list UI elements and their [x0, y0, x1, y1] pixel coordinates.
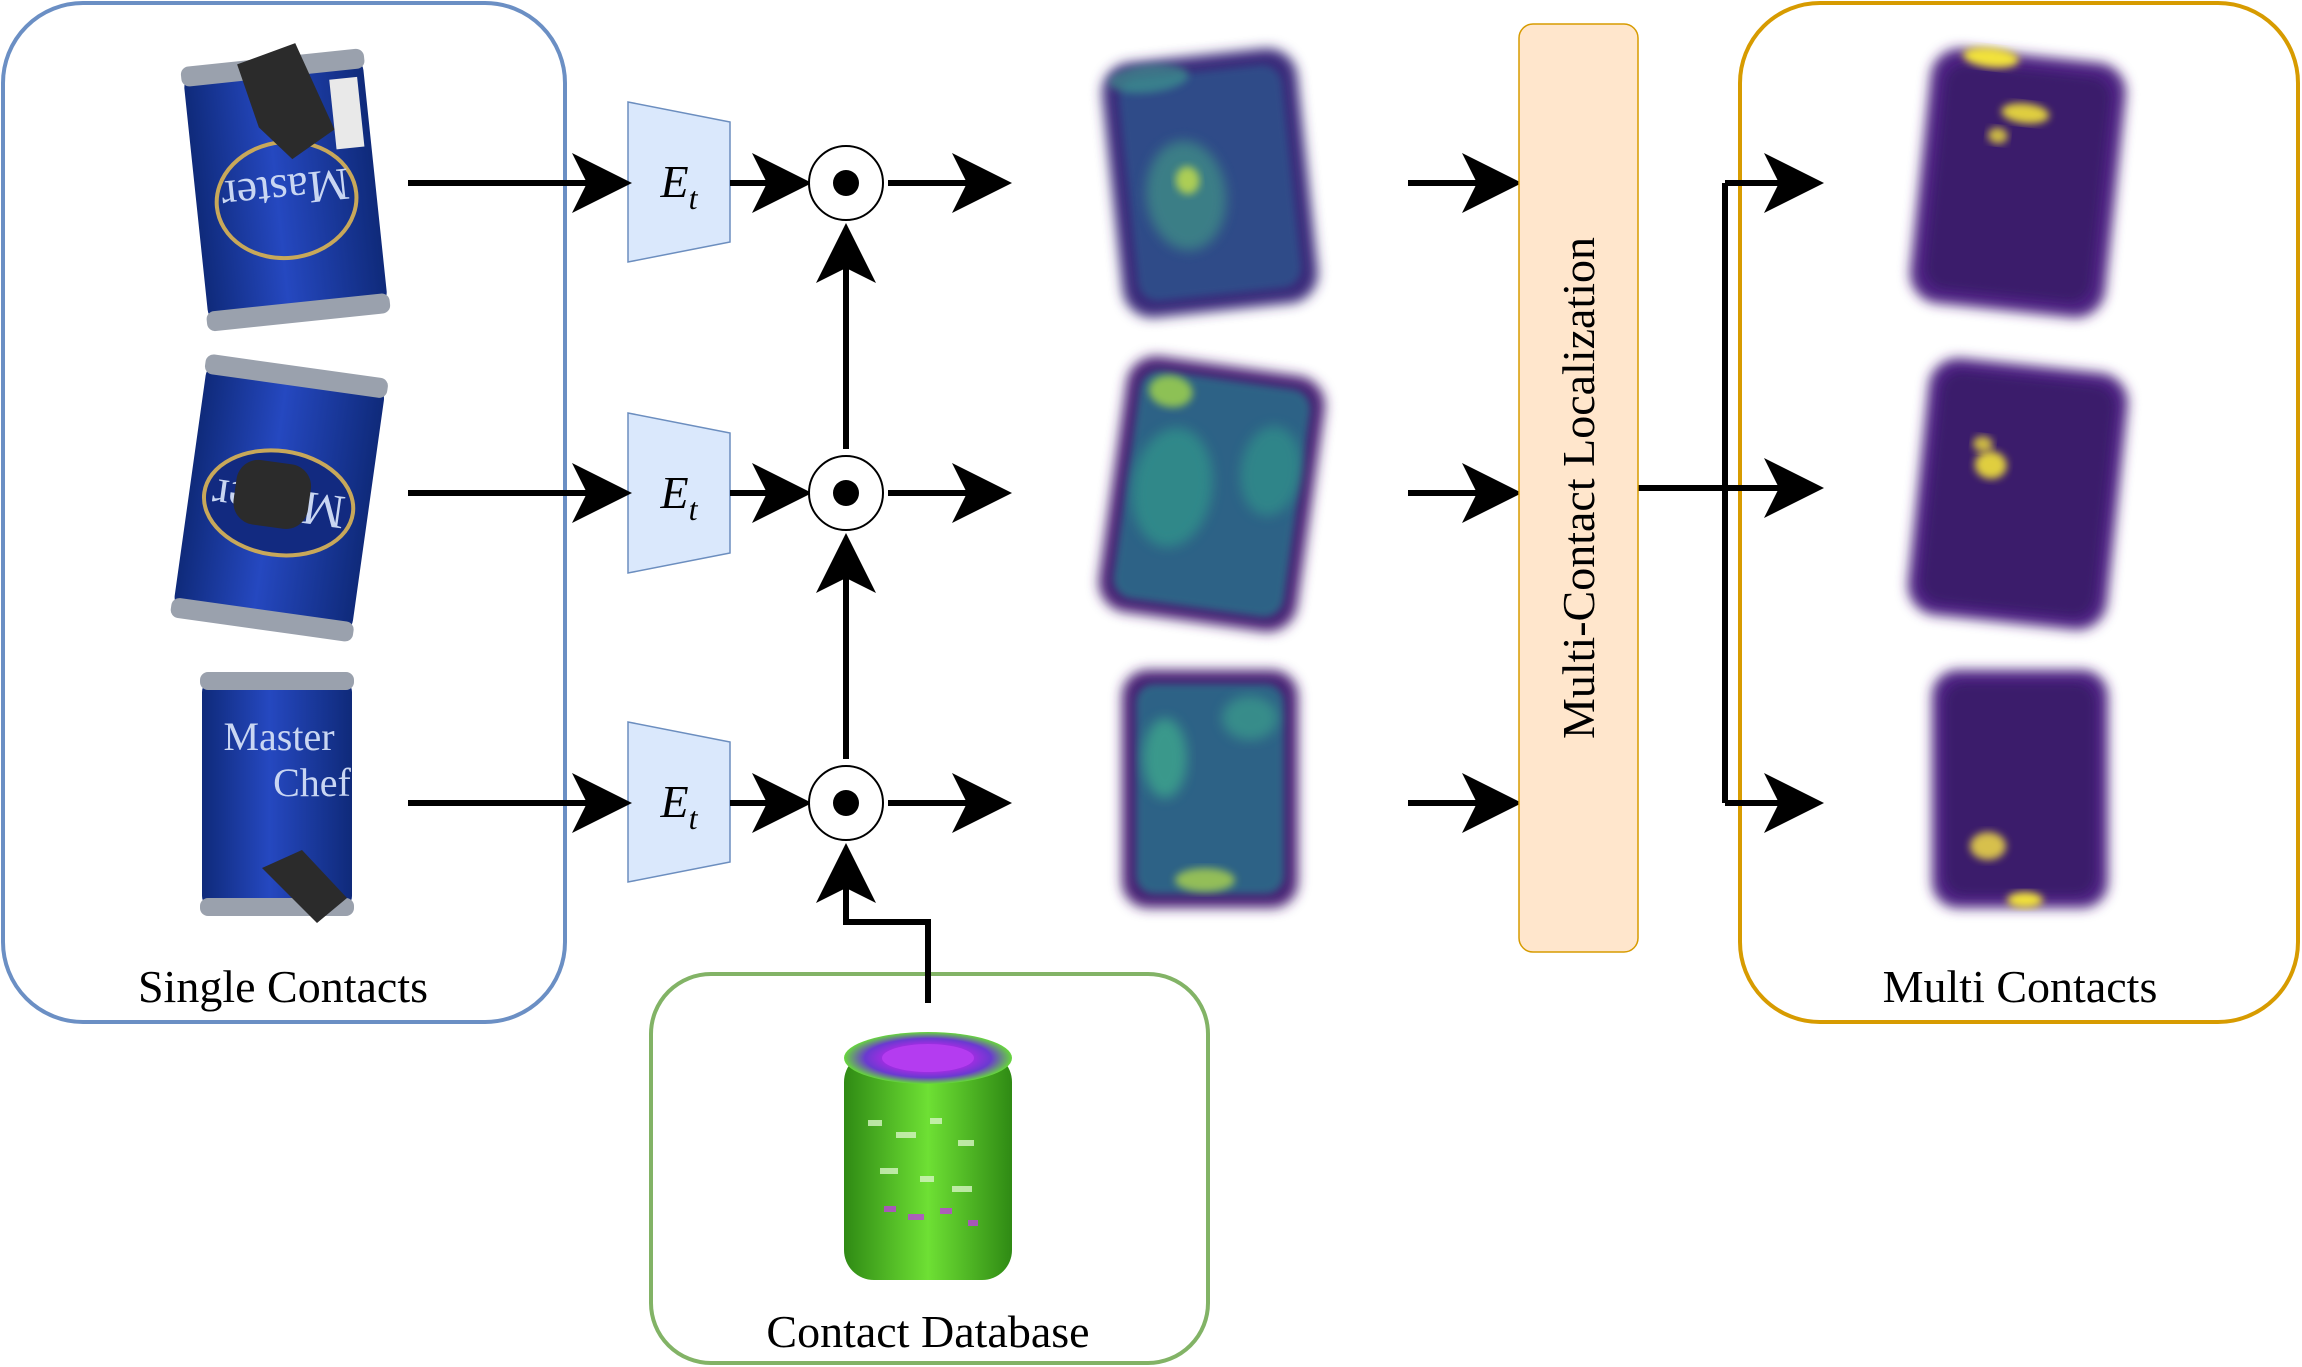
encoder-subscript: t — [689, 800, 699, 836]
single-heatmap-1 — [1102, 48, 1318, 318]
svg-text:Et: Et — [660, 776, 699, 836]
contact-database-voxel-can — [844, 1032, 1012, 1280]
multi-contacts-group — [1738, 1, 2300, 1024]
product-operator-icon — [808, 145, 884, 221]
encoder-subscript: t — [689, 180, 699, 216]
multi-heatmap-1 — [1910, 47, 2126, 318]
can-brand-text: Master — [223, 714, 334, 759]
multi-contact-localization-label: Multi-Contact Localization — [1553, 237, 1604, 739]
product-operator-icon — [808, 455, 884, 531]
single-heatmap-2 — [1098, 356, 1325, 632]
multi-contact-localization-block — [1518, 23, 1639, 953]
multi-heatmap-3 — [1932, 670, 2108, 908]
svg-text:Et: Et — [660, 467, 699, 527]
encoder-subscript: t — [689, 491, 699, 527]
contact-database-label: Contact Database — [766, 1306, 1089, 1357]
single-contact-can-3: Master Chef — [200, 672, 354, 923]
encoder-block-2: Et — [627, 412, 731, 574]
svg-text:Et: Et — [660, 156, 699, 216]
single-contact-can-1: Master — [180, 43, 391, 332]
single-contact-can-2: Master — [170, 354, 388, 642]
single-heatmap-3 — [1122, 670, 1298, 908]
encoder-block-3: Et — [627, 721, 731, 883]
single-contacts-group — [1, 1, 567, 1024]
encoder-block-1: Et — [627, 101, 731, 263]
encoder-symbol: E — [660, 156, 689, 207]
database-feed-line — [816, 843, 931, 1003]
multi-heatmap-2 — [1907, 358, 2128, 630]
encoder-symbol: E — [660, 776, 689, 827]
can-brand-text-2: Chef — [273, 760, 351, 805]
multi-contacts-label: Multi Contacts — [1883, 961, 2158, 1012]
flow-arrows — [408, 153, 1824, 1003]
product-operator-icon — [808, 765, 884, 841]
encoder-symbol: E — [660, 467, 689, 518]
single-contacts-label: Single Contacts — [138, 961, 428, 1012]
